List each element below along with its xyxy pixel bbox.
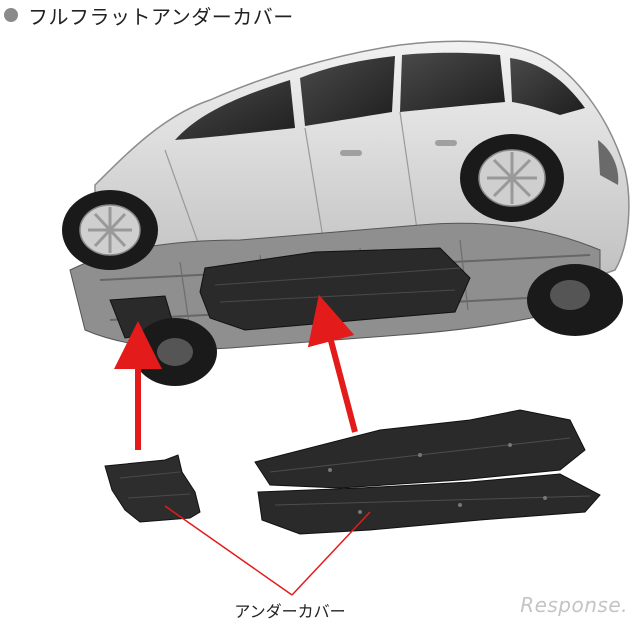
wheel-front-top <box>460 134 564 222</box>
response-watermark: Response. <box>520 593 628 617</box>
large-under-cover <box>255 410 600 534</box>
wheel-rear-top <box>62 190 158 270</box>
wheel-front-bottom <box>527 264 623 336</box>
under-cover-caption: アンダーカバー <box>200 598 380 622</box>
wheel-rear-bottom <box>133 318 217 386</box>
small-under-cover <box>105 455 200 522</box>
